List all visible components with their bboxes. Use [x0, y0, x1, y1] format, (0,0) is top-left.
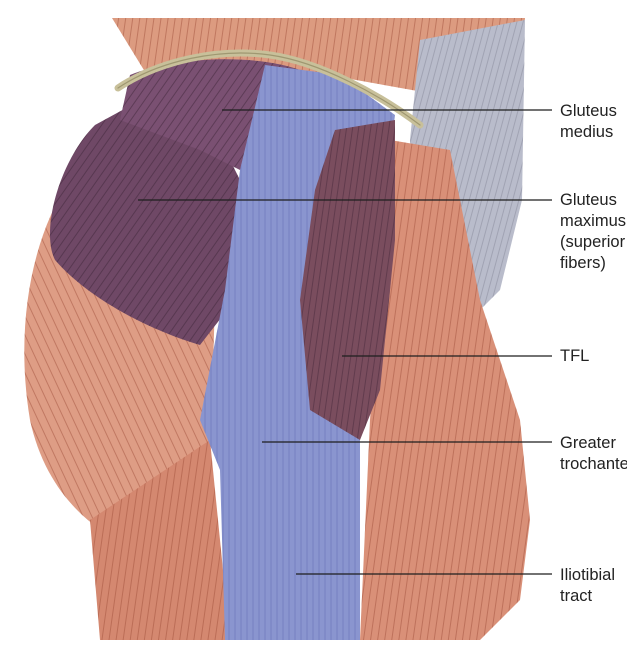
- label-iliotibial-tract: Iliotibial tract: [560, 566, 616, 605]
- label-gluteus-maximus: Gluteus maximus (superior fibers): [560, 191, 627, 272]
- label-gluteus-medius: Gluteus medius: [560, 102, 617, 141]
- anterior-thigh-muscles: [360, 140, 530, 640]
- label-tfl: TFL: [560, 347, 590, 365]
- iliac-crest-outline: [117, 52, 421, 126]
- hamstring-muscles: [90, 440, 230, 640]
- label-greater-trochanter: Greater trochanter: [560, 434, 627, 473]
- gluteus-maximus-muscle: [49, 95, 250, 345]
- leader-lines: [138, 109, 552, 575]
